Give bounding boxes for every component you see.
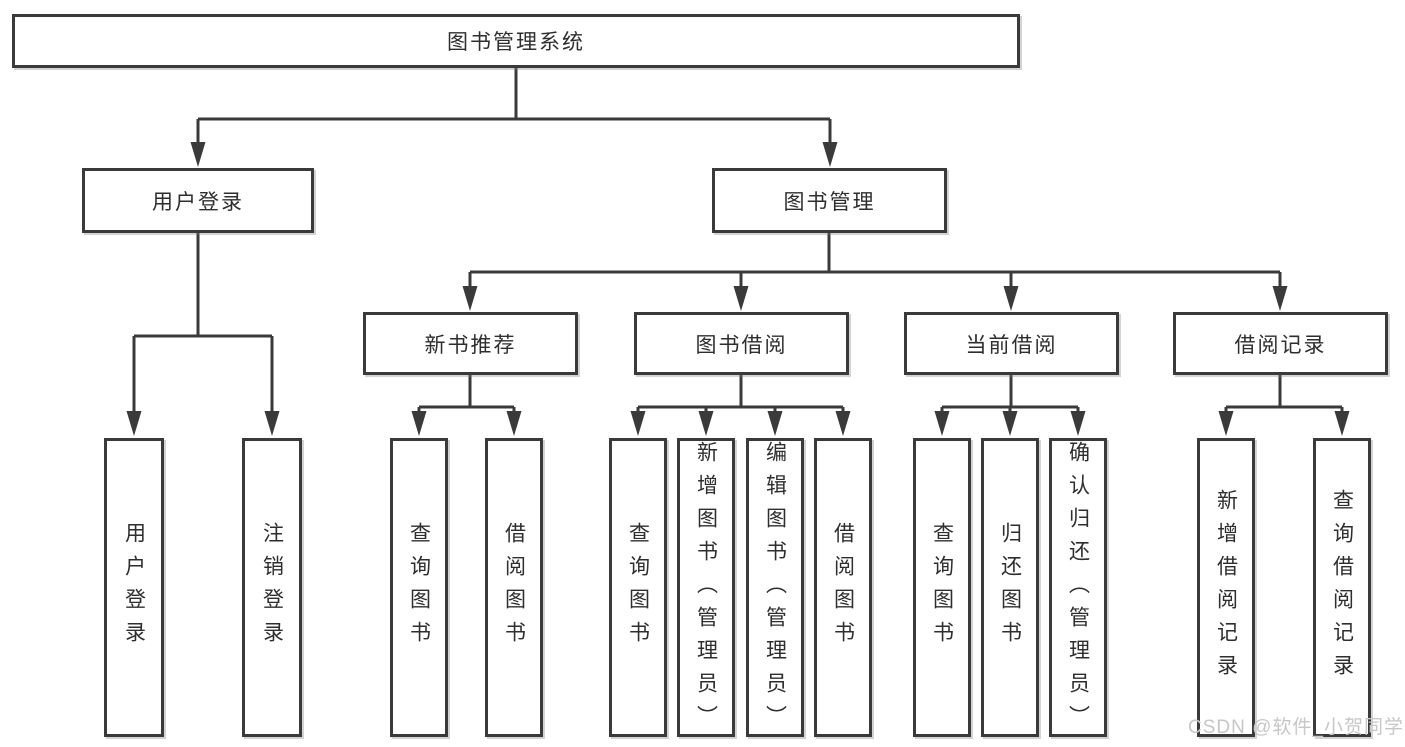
node-borrowing-records: 借阅记录 xyxy=(1173,312,1388,375)
node-leaf-current-return-books-label: 归还图书 xyxy=(998,521,1022,654)
node-new-book-recommend-label: 新书推荐 xyxy=(424,333,517,357)
connector-bookmgmt-to-level3 xyxy=(462,233,1288,311)
node-leaf-query-borrow-record: 查询借阅记录 xyxy=(1313,438,1371,737)
node-leaf-logout-label: 注销登录 xyxy=(260,521,284,654)
node-leaf-current-confirm-return: 确认归还（管理员） xyxy=(1049,438,1107,738)
node-leaf-borrowing-borrow-books: 借阅图书 xyxy=(814,438,872,737)
node-leaf-add-borrow-record: 新增借阅记录 xyxy=(1197,438,1255,737)
node-leaf-add-borrow-record-label: 新增借阅记录 xyxy=(1214,488,1238,687)
connector-root-to-level2 xyxy=(190,68,838,167)
node-borrowing-records-label: 借阅记录 xyxy=(1234,333,1327,357)
node-leaf-borrowing-add-books: 新增图书（管理员） xyxy=(677,438,735,738)
node-leaf-borrowing-edit-books-label: 编辑图书（管理员） xyxy=(763,441,787,738)
csdn-watermark: CSDN @软件_小贺同学 xyxy=(1188,717,1404,738)
node-library-system: 图书管理系统 xyxy=(12,14,1020,68)
node-leaf-borrowing-edit-books: 编辑图书（管理员） xyxy=(746,438,804,738)
node-leaf-user-login: 用户登录 xyxy=(104,438,164,737)
node-current-borrowing: 当前借阅 xyxy=(904,312,1119,375)
node-leaf-current-query-books-label: 查询图书 xyxy=(930,521,954,654)
connector-current-to-leaves xyxy=(934,375,1086,436)
connector-recommend-to-leaves xyxy=(411,375,522,436)
node-leaf-query-borrow-record-label: 查询借阅记录 xyxy=(1330,488,1354,687)
node-current-borrowing-label: 当前借阅 xyxy=(965,333,1058,357)
node-leaf-recommend-borrow-books-label: 借阅图书 xyxy=(502,521,526,654)
node-leaf-current-confirm-return-label: 确认归还（管理员） xyxy=(1066,441,1090,738)
node-leaf-current-return-books: 归还图书 xyxy=(981,438,1039,737)
connector-records-to-leaves xyxy=(1218,375,1350,436)
node-leaf-current-query-books: 查询图书 xyxy=(913,438,971,737)
node-leaf-borrowing-add-books-label: 新增图书（管理员） xyxy=(694,441,718,738)
connector-userlogin-to-leaves xyxy=(126,233,280,436)
node-leaf-recommend-query-books: 查询图书 xyxy=(390,438,448,737)
node-leaf-logout: 注销登录 xyxy=(242,438,302,737)
node-leaf-user-login-label: 用户登录 xyxy=(122,521,146,654)
node-book-borrowing: 图书借阅 xyxy=(634,312,849,375)
node-user-login-label: 用户登录 xyxy=(152,190,244,214)
node-leaf-recommend-query-books-label: 查询图书 xyxy=(407,521,431,654)
node-new-book-recommend: 新书推荐 xyxy=(363,312,578,375)
node-book-management-label: 图书管理 xyxy=(783,190,876,214)
node-book-management: 图书管理 xyxy=(712,168,947,233)
node-user-login: 用户登录 xyxy=(82,168,314,233)
node-leaf-recommend-borrow-books: 借阅图书 xyxy=(485,438,543,737)
node-book-borrowing-label: 图书借阅 xyxy=(695,333,788,357)
node-leaf-borrowing-borrow-books-label: 借阅图书 xyxy=(831,521,855,654)
node-leaf-borrowing-query-books-label: 查询图书 xyxy=(626,521,650,654)
connector-borrowing-to-leaves xyxy=(630,375,851,436)
node-library-system-label: 图书管理系统 xyxy=(447,31,585,54)
node-leaf-borrowing-query-books: 查询图书 xyxy=(609,438,667,737)
